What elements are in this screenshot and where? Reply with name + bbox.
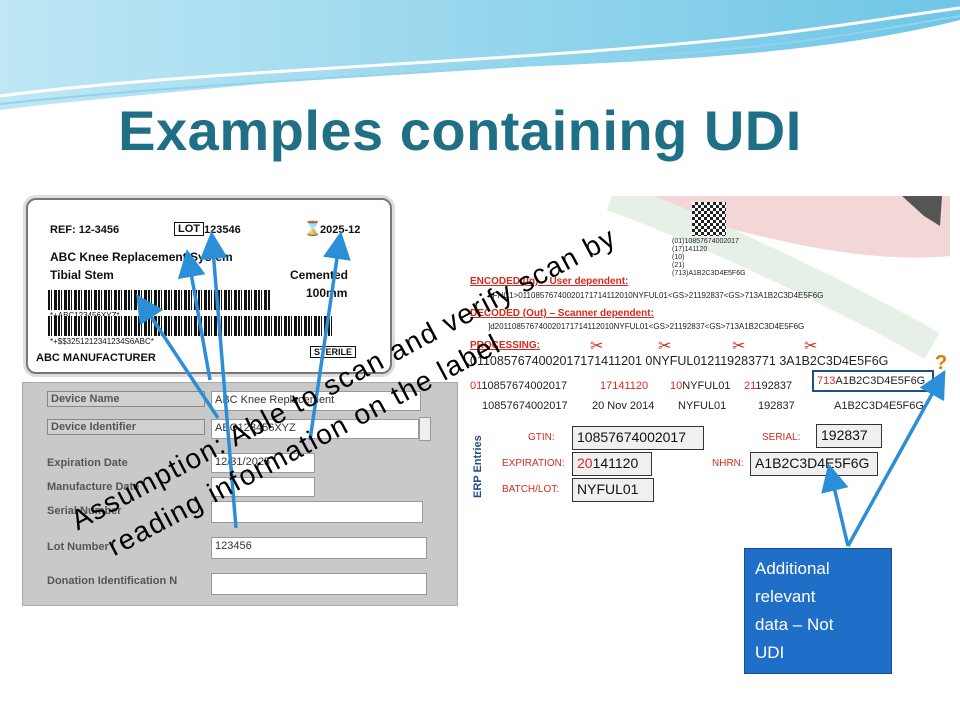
barcode-2	[48, 316, 334, 336]
segment-lot: 10NYFUL01	[670, 380, 731, 392]
field-label-expiration-date: Expiration Date	[47, 457, 128, 469]
scissors-icon: ✂	[804, 338, 818, 355]
erp-batch-field[interactable]: NYFUL01	[572, 478, 654, 502]
segment-serial: 21192837	[744, 380, 793, 392]
human-gtin: 10857674002017	[482, 400, 568, 412]
udi-parsing-diagram: (01)10857674002017 (17)141120 (10) (21) …	[462, 196, 950, 516]
human-nhrn: A1B2C3D4E5F6G	[834, 400, 924, 412]
erp-expiration-field[interactable]: 20141120	[572, 452, 652, 476]
segment-expiry: 17141120	[600, 380, 649, 392]
processing-value: 0110857674002017171411201 0NYFUL01211928…	[470, 354, 889, 368]
barcode-2-text: *+$$3251212341234S6ABC*	[50, 337, 154, 346]
human-lot: NYFUL01	[678, 400, 727, 412]
erp-nhrn-label: NHRN:	[712, 458, 744, 469]
field-label-lot-number: Lot Number	[47, 541, 109, 553]
erp-gtin-label: GTIN:	[528, 432, 555, 443]
label-manufacturer: ABC MANUFACTURER	[36, 352, 156, 364]
human-serial: 192837	[758, 400, 795, 412]
scissors-icon: ✂	[732, 338, 746, 355]
field-label-manufacture-date: Manufacture Date	[47, 481, 140, 493]
label-expiry: 2025-12	[320, 224, 361, 236]
decoded-label: DECODED (Out) – Scanner dependent:	[470, 308, 654, 319]
erp-gtin-field[interactable]: 10857674002017	[572, 426, 704, 450]
erp-nhrn-field[interactable]: A1B2C3D4E5F6G	[750, 452, 878, 476]
label-ref: REF: 12-3456	[50, 224, 120, 236]
serial-number-input[interactable]	[211, 501, 423, 523]
scissors-icon: ✂	[590, 338, 604, 355]
segment-gtin: 0110857674002017	[470, 380, 568, 392]
lot-number-input[interactable]: 123456	[211, 537, 427, 559]
label-cemented: Cemented	[290, 268, 349, 282]
header-wave-decoration	[0, 0, 960, 110]
erp-entries-title: ERP Entries	[472, 435, 484, 498]
barcode-1	[48, 290, 270, 310]
scissors-icon: ✂	[658, 338, 672, 355]
product-label: REF: 12-3456 LOT 123546 ⌛ 2025-12 ABC Kn…	[26, 198, 392, 374]
processing-label: PROCESSING:	[470, 340, 541, 351]
donation-id-input[interactable]	[211, 573, 427, 595]
datamatrix-code	[692, 202, 726, 236]
erp-serial-label: SERIAL:	[762, 432, 801, 443]
encoded-value: <FNC1>01108576740020171714112010NYFUL01<…	[488, 291, 824, 300]
human-expiry: 20 Nov 2014	[592, 400, 655, 412]
segment-nhrn: 713A1B2C3D4E5F6G	[812, 370, 934, 392]
field-label-device-identifier: Device Identifier	[47, 419, 205, 435]
question-mark: ?	[935, 352, 948, 374]
label-product-line2: Tibial Stem	[50, 268, 114, 282]
decoded-value: ]d201108576740020171714112010NYFUL01<GS>…	[488, 322, 805, 331]
field-label-serial-number: Serial Number	[47, 505, 122, 517]
erp-batch-label: BATCH/LOT:	[502, 484, 560, 495]
label-size: 100mm	[306, 286, 348, 300]
erp-expiration-label: EXPIRATION:	[502, 458, 565, 469]
identifier-stepper[interactable]	[419, 417, 431, 441]
label-lot: 123546	[204, 224, 241, 236]
callout-additional-data: Additional relevant data – Not UDI	[744, 548, 892, 674]
datamatrix-text: (01)10857674002017 (17)141120 (10) (21) …	[672, 238, 746, 277]
field-label-donation-id: Donation Identification N	[47, 575, 178, 587]
slide-title: Examples containing UDI	[118, 99, 802, 162]
hourglass-icon: ⌛	[304, 220, 322, 236]
label-product-line1: ABC Knee Replacement System	[50, 250, 233, 264]
barcode-1-text: *+ABC123456XYZ*	[50, 311, 120, 320]
erp-serial-field[interactable]: 192837	[816, 424, 882, 448]
encoded-label: ENCODED (In) – User dependent:	[470, 276, 629, 287]
label-lot-tag: LOT	[174, 222, 204, 236]
field-label-device-name: Device Name	[47, 391, 205, 407]
